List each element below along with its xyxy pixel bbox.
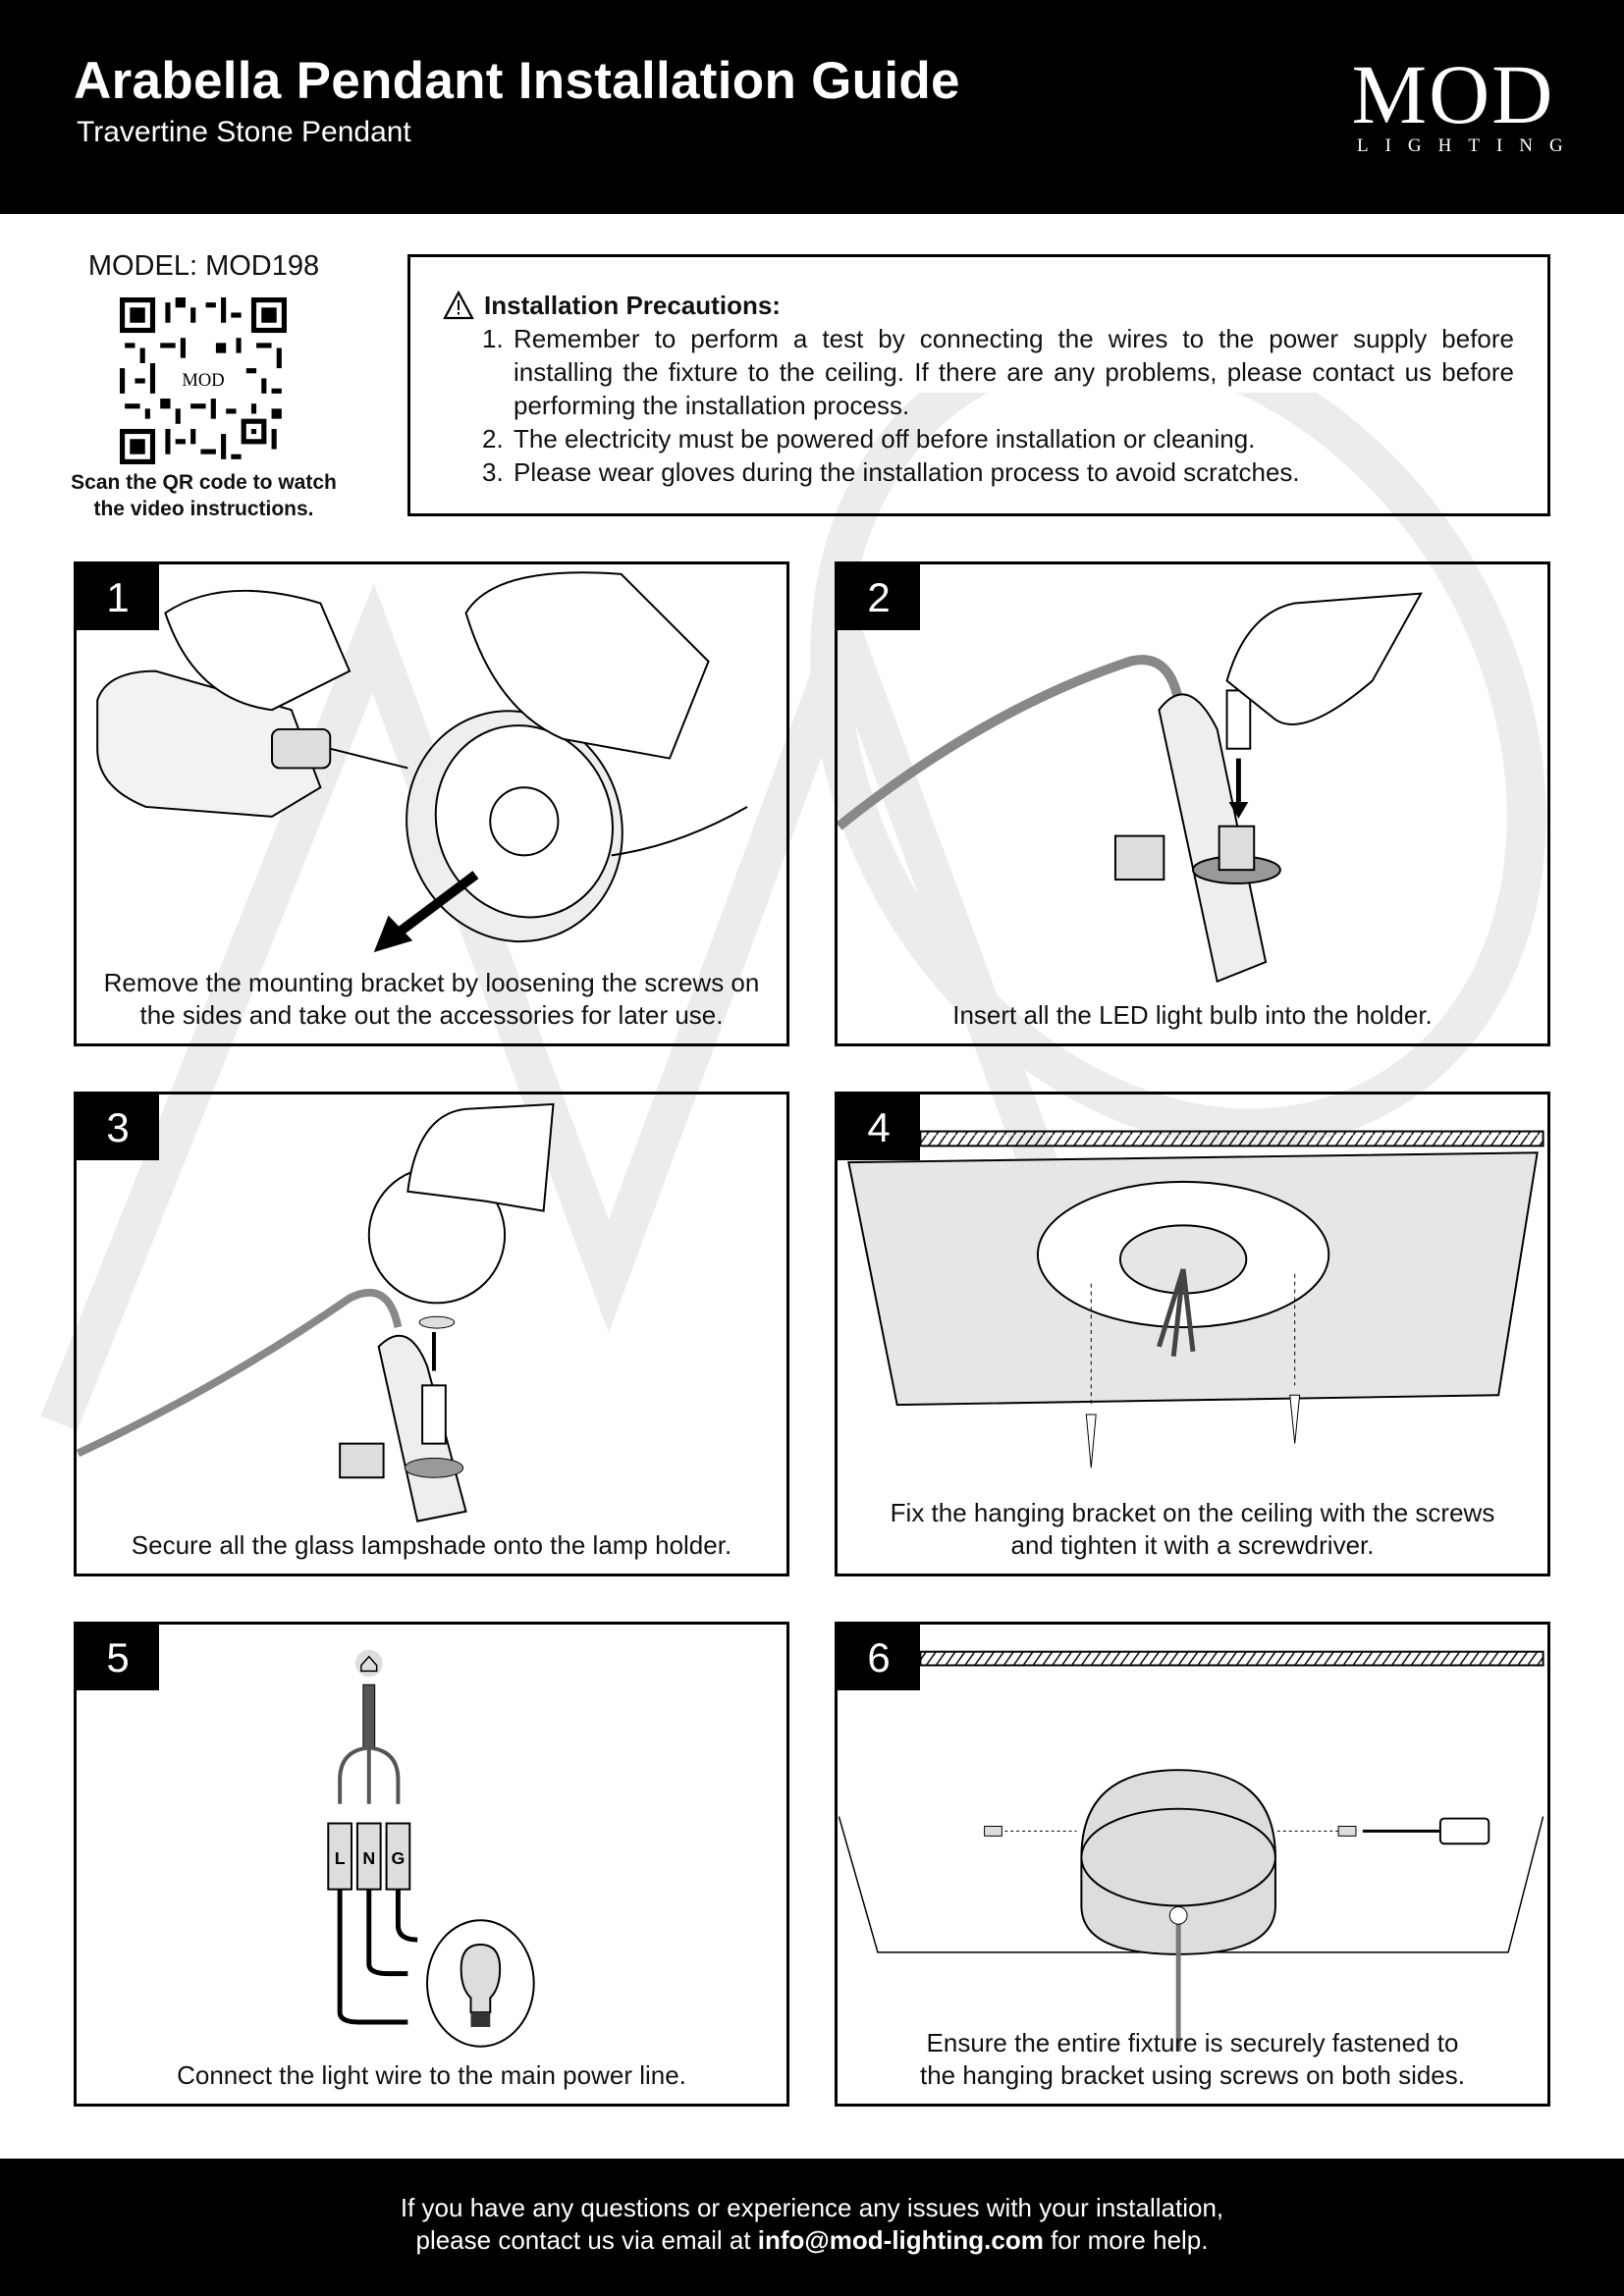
step-4-panel: 4 Fix the hanging bracket on the ceiling…	[835, 1092, 1550, 1576]
precautions-list: 1. Remember to perform a test by connecti…	[482, 322, 1514, 489]
terminal-label: N	[362, 1848, 375, 1868]
step-number: 5	[77, 1625, 159, 1690]
header: Arabella Pendant Installation Guide Trav…	[0, 0, 1624, 214]
step-number: 2	[838, 564, 920, 630]
item-number: 3.	[482, 457, 504, 487]
precaution-item: 1. Remember to perform a test by connecti…	[482, 322, 1514, 422]
home-icon	[354, 1649, 383, 1678]
item-number: 2.	[482, 424, 504, 454]
terminal-label: L	[335, 1848, 346, 1868]
precaution-item: 3. Please wear gloves during the installa…	[482, 455, 1514, 489]
qr-logo: MOD	[182, 370, 224, 391]
insert-bulb-illustration	[838, 592, 1423, 984]
precautions-box: Installation Precautions: 1. Remember to …	[407, 254, 1550, 516]
logo-sub: LIGHTING	[1357, 135, 1580, 156]
footer: If you have any questions or experience …	[0, 2159, 1624, 2296]
item-text: Remember to perform a test by connecting…	[514, 324, 1514, 420]
item-number: 1.	[482, 324, 504, 353]
brand-logo: MOD LIGHTING	[1343, 47, 1580, 157]
page-title: Arabella Pendant Installation Guide	[74, 52, 960, 110]
qr-caption: Scan the QR code to watch the video inst…	[59, 469, 349, 522]
page-subtitle: Travertine Stone Pendant	[77, 116, 411, 148]
step-caption: Remove the mounting bracket by loosening…	[103, 968, 760, 1030]
terminal-label: G	[392, 1848, 406, 1868]
logo-main: MOD	[1351, 47, 1555, 141]
secure-shade-illustration	[77, 1102, 555, 1522]
footer-line: please contact us via email at info@mod-…	[415, 2225, 1209, 2255]
precaution-item: 2. The electricity must be powered off be…	[482, 422, 1514, 455]
remove-bracket-illustration	[96, 571, 748, 953]
fasten-fixture-illustration	[838, 1650, 1544, 2052]
step-caption: Secure all the glass lampshade onto the …	[131, 1530, 732, 1560]
support-email-link[interactable]: info@mod-lighting.com	[757, 2225, 1044, 2255]
qr-caption-line: Scan the QR code to watch	[71, 471, 337, 494]
fix-bracket-illustration	[847, 1130, 1544, 1468]
step-caption: Connect the light wire to the main power…	[177, 2060, 686, 2090]
step-caption: Ensure the entire fixture is securely fa…	[919, 2028, 1465, 2090]
step-6-panel: 6 Ensure the entire fixture is securely …	[835, 1622, 1550, 2107]
step-number: 4	[838, 1095, 920, 1160]
wiring-diagram: L N G	[327, 1649, 535, 2048]
model-number: MODEL: MOD198	[87, 250, 320, 282]
qr-caption-line: the video instructions.	[93, 498, 314, 520]
step-caption: Fix the hanging bracket on the ceiling w…	[890, 1498, 1495, 1560]
warning-icon	[443, 291, 474, 320]
footer-line: If you have any questions or experience …	[400, 2193, 1224, 2222]
step-2-panel: 2 Insert all the LED light bulb into the…	[835, 561, 1550, 1046]
precautions-heading: Installation Precautions:	[484, 291, 781, 320]
qr-code[interactable]: MOD	[120, 297, 287, 464]
step-number: 1	[77, 564, 159, 630]
item-text: Please wear gloves during the installati…	[514, 457, 1300, 487]
step-number: 6	[838, 1625, 920, 1690]
step-caption: Insert all the LED light bulb into the h…	[952, 1000, 1433, 1030]
item-text: The electricity must be powered off befo…	[514, 424, 1256, 454]
step-5-panel: 5 L N G Connect the light wire to the ma…	[74, 1622, 789, 2107]
step-number: 3	[77, 1095, 159, 1160]
step-1-panel: 1 Remove the mounting bracket by looseni…	[74, 561, 789, 1046]
step-3-panel: 3 Secure all the glass lampshade onto th…	[74, 1092, 789, 1576]
